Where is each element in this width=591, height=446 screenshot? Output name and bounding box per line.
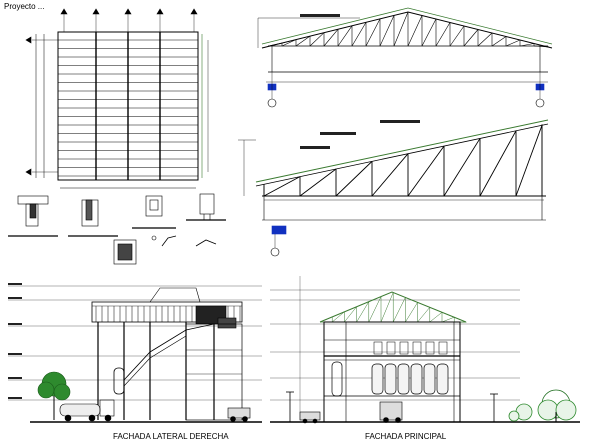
truss-web-diagonal <box>515 125 543 197</box>
truss-web-diagonal <box>365 18 381 47</box>
truss-web-diagonal <box>309 32 325 47</box>
truss-web-diagonal <box>392 297 406 323</box>
storage-tank <box>410 363 423 395</box>
truss-web-diagonal <box>379 15 395 47</box>
truss-web-diagonal <box>479 130 517 197</box>
truss-web-diagonal <box>491 36 507 47</box>
truss-web-diagonal <box>337 25 353 47</box>
level-marker <box>8 297 22 299</box>
level-marker <box>8 283 22 285</box>
upper-tank <box>386 341 396 355</box>
caption-fachada-principal: FACHADA PRINCIPAL <box>365 432 447 441</box>
truss-web-diagonal <box>351 22 367 47</box>
truss-web-diagonal <box>435 22 451 47</box>
storage-tank <box>384 363 397 395</box>
truss-web-diagonal <box>335 161 373 197</box>
truss-web-diagonal <box>281 39 297 47</box>
truss-web-diagonal <box>407 15 423 47</box>
sheet-header-text: Proyecto ... <box>4 2 45 11</box>
truss-web-diagonal <box>263 176 301 197</box>
fachada-principal-elevation <box>270 276 580 424</box>
truss-web-diagonal <box>393 11 409 47</box>
truss-web-diagonal <box>505 39 521 47</box>
level-marker <box>8 377 22 379</box>
truss-elevation-front <box>257 7 553 108</box>
truss-web-diagonal <box>429 312 443 323</box>
truss-web-diagonal <box>443 138 481 197</box>
connection-details <box>8 193 226 265</box>
truss-web-diagonal <box>519 43 535 47</box>
level-marker <box>8 323 22 325</box>
truss-web-diagonal <box>417 307 430 323</box>
fachada-lateral-derecha-elevation <box>8 283 262 423</box>
truss-web-diagonal <box>371 153 409 197</box>
truss-web-diagonal <box>380 292 394 323</box>
trees-right <box>508 389 577 422</box>
truss-web-diagonal <box>405 302 418 323</box>
tree-left <box>37 371 71 420</box>
upper-tank <box>438 341 448 355</box>
roof-plan <box>25 8 209 189</box>
level-marker <box>8 397 22 399</box>
storage-tank <box>397 363 410 395</box>
caption-fachada-lateral-derecha: FACHADA LATERAL DERECHA <box>113 432 229 441</box>
storage-tank <box>371 363 384 395</box>
truss-web-diagonal <box>332 311 345 323</box>
upper-tank <box>425 341 435 355</box>
truss-web-diagonal <box>407 145 445 197</box>
truss-web-diagonal <box>299 168 337 197</box>
truss-web-diagonal <box>441 316 455 323</box>
truss-elevation-side <box>238 119 549 257</box>
level-marker <box>8 353 22 355</box>
truss-web-diagonal <box>533 45 549 48</box>
truss-web-diagonal <box>449 25 465 47</box>
truss-web-diagonal <box>463 29 479 47</box>
truss-web-diagonal <box>477 32 493 47</box>
truss-web-diagonal <box>323 29 339 47</box>
truss-web-diagonal <box>319 316 333 323</box>
truss-web-diagonal <box>295 35 311 47</box>
truss-web-diagonal <box>344 306 357 323</box>
truss-web-diagonal <box>421 18 437 47</box>
storage-tank <box>436 363 449 395</box>
axis-markers <box>25 8 198 176</box>
upper-tank <box>412 341 422 355</box>
truss-web-diagonal <box>368 296 382 323</box>
upper-tank <box>373 341 383 355</box>
storage-tank <box>423 363 436 395</box>
truss-web-diagonal <box>356 301 370 323</box>
truss-web-diagonal <box>267 42 283 47</box>
upper-tank <box>399 341 409 355</box>
